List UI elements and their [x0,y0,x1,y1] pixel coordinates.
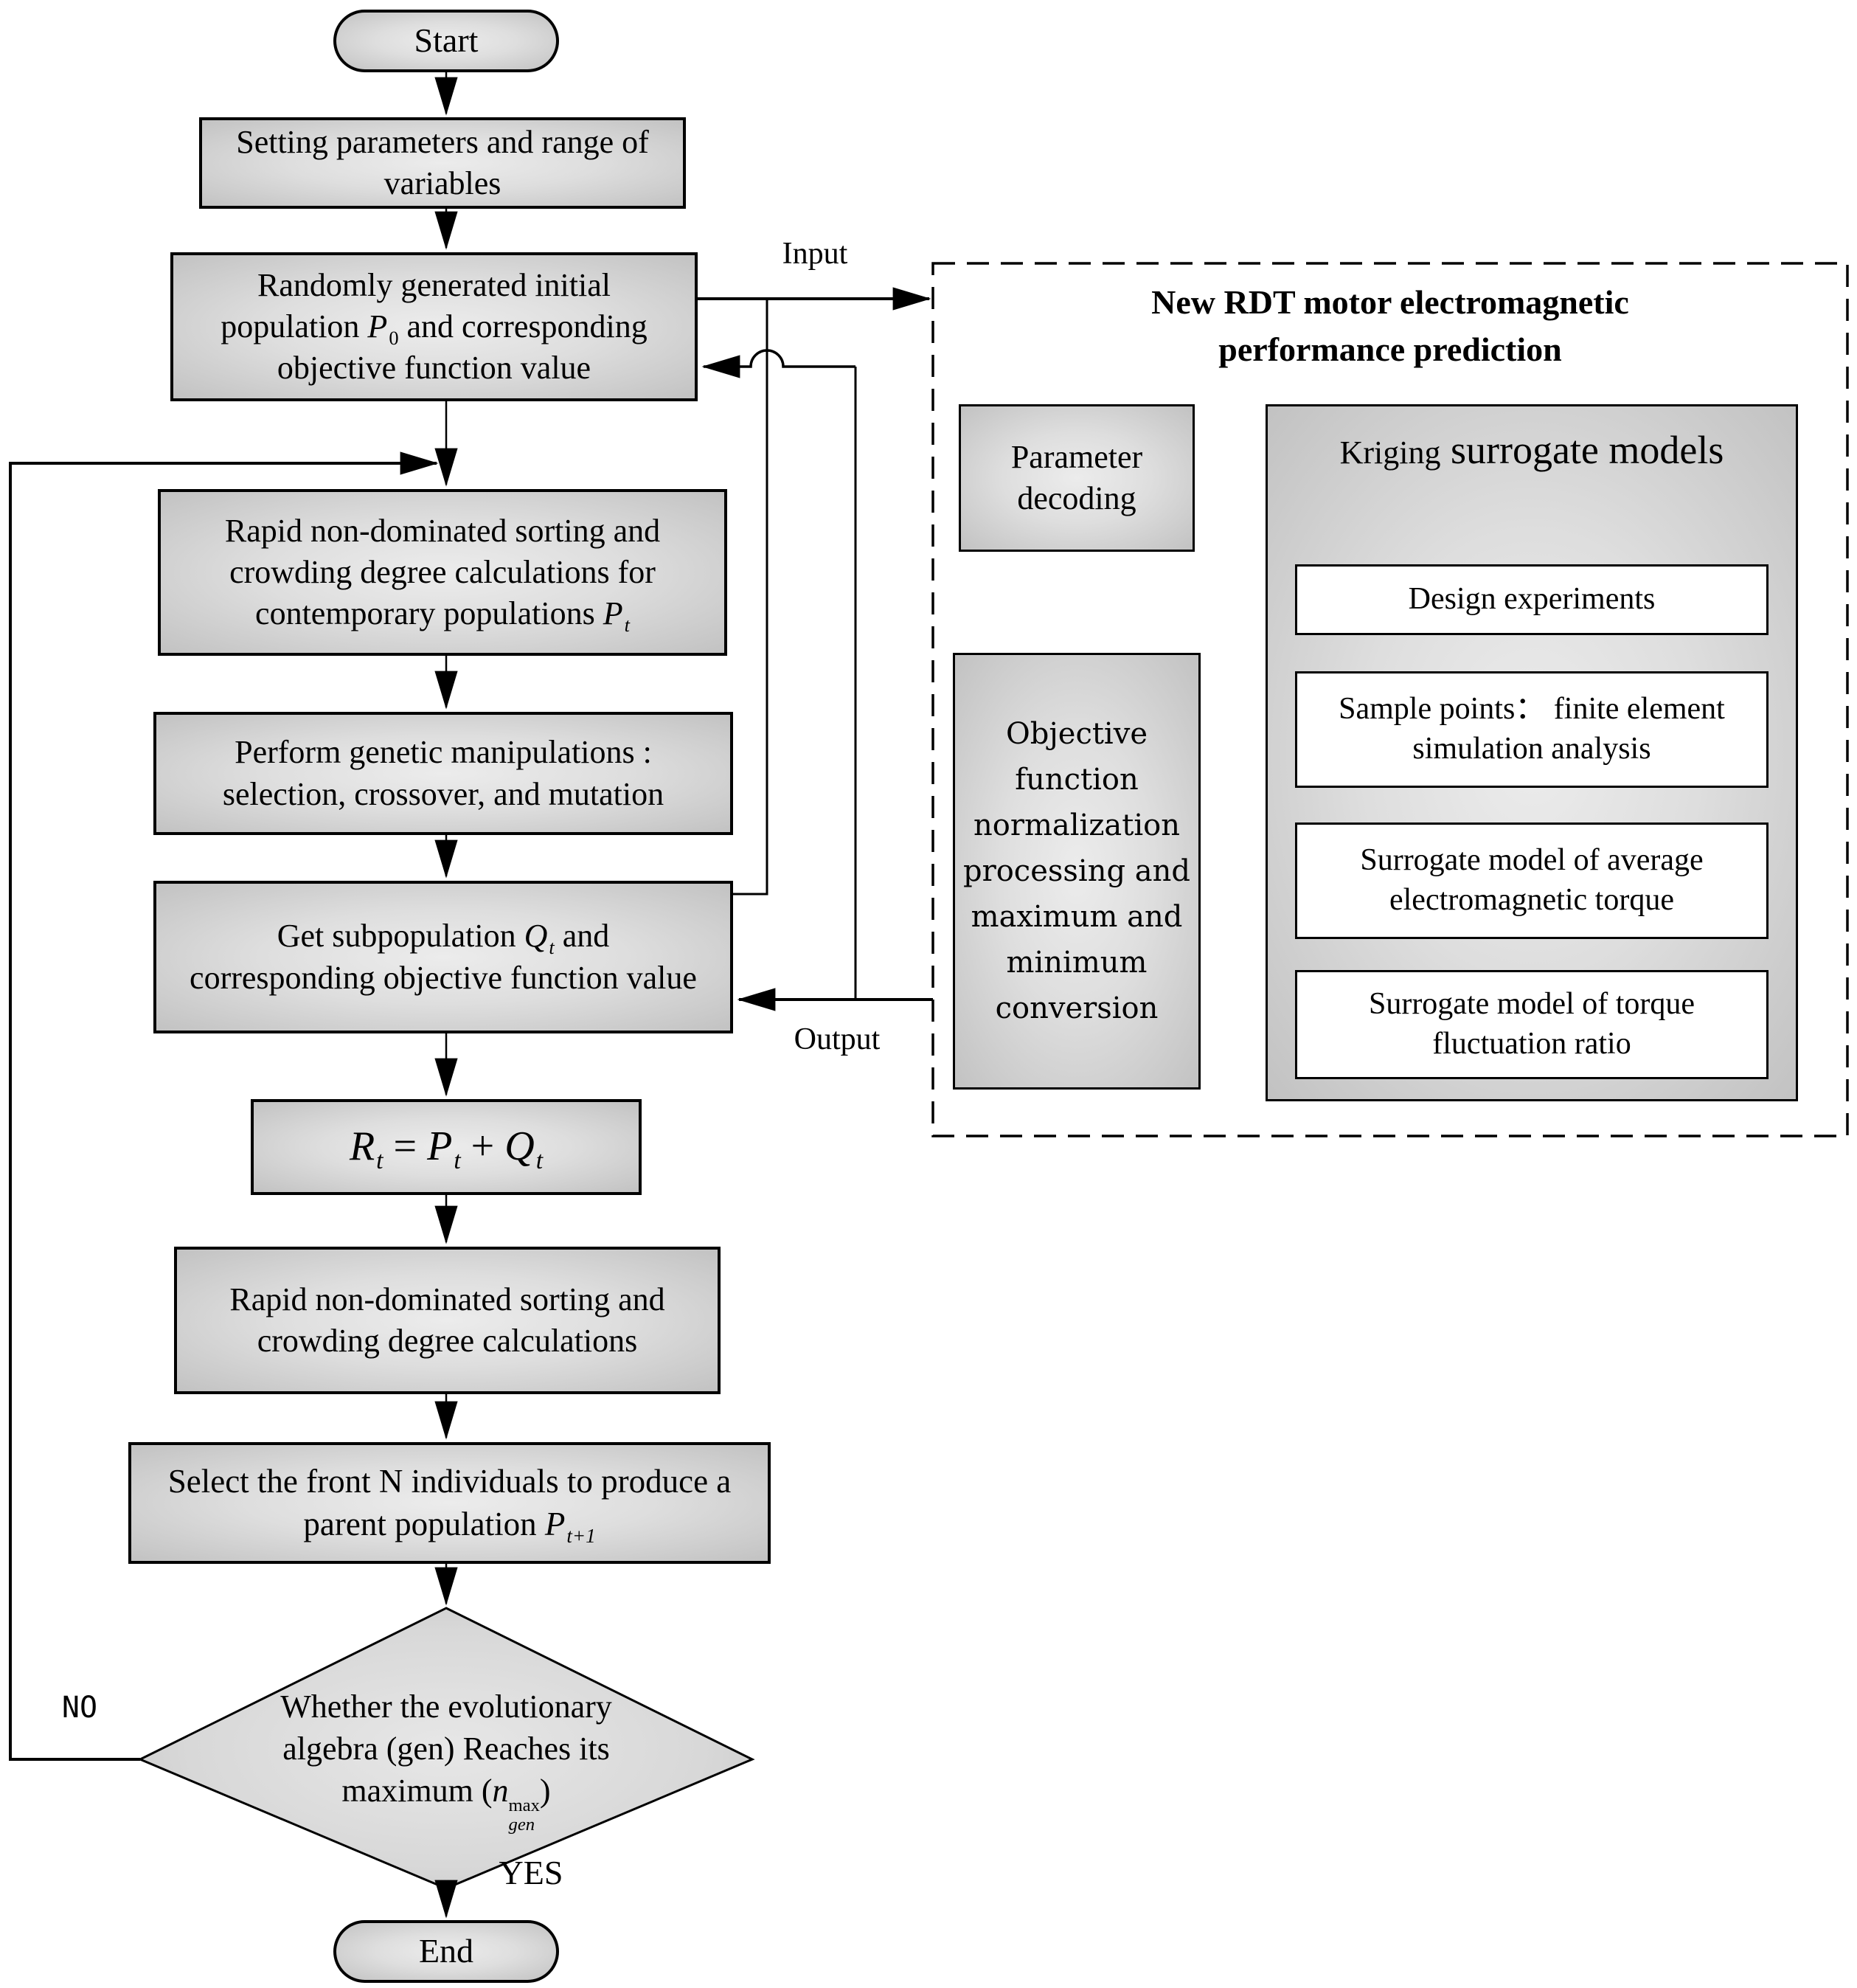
design-experiments-box: Design experiments [1295,564,1769,635]
sorting-crowding-text: Rapid non-dominated sorting and crowding… [229,1281,665,1359]
nondominated-sorting-pt-box: Rapid non-dominated sorting and crowding… [158,489,727,656]
math-var-n: n [492,1773,509,1809]
subpop-text-2: and corresponding objective function val… [190,918,697,996]
setting-parameters-text: Setting parameters and range of variable… [236,123,649,201]
parameter-decoding-text: Parameter decoding [1010,438,1143,516]
select-front-n-text: Select the front N individuals to produc… [133,1458,766,1548]
math-sub-0: 0 [389,326,399,349]
math-sub-t1: t+1 [566,1524,596,1547]
kriging-title-a: Kriging [1339,434,1441,471]
sample-points-box: Sample points： finite element simulation… [1295,671,1769,788]
rt-formula-box: Rt = Pt + Qt [251,1099,642,1195]
avg-torque-surrogate-box: Surrogate model of average electromagnet… [1295,822,1769,939]
math-var-q: Q [524,918,548,955]
genetic-operations-box: Perform genetic manipulations : selectio… [153,712,733,835]
max-generation-decision-text: Whether the evolutionary algebra (gen) R… [236,1686,656,1834]
sample-points-text: Sample points： finite element simulation… [1339,692,1725,766]
select-front-n-box: Select the front N individuals to produc… [128,1442,771,1564]
math-sub-t2: t [549,935,555,958]
math-var-q2: Q [504,1123,535,1170]
end-label: End [418,1932,474,1970]
equals-sign: = [383,1123,428,1170]
parameter-decoding-box: Parameter decoding [959,404,1195,552]
torque-fluctuation-surrogate-text: Surrogate model of torque fluctuation ra… [1368,987,1695,1061]
connector-return-to-random [701,349,855,378]
math-sup-max: max [508,1795,540,1815]
subpopulation-text: Get subpopulation Qt and corresponding o… [175,912,712,1002]
sorting-crowding-box: Rapid non-dominated sorting and crowding… [174,1247,721,1394]
math-sub-gen: gen [508,1814,535,1835]
connector-no-feedback-loop [9,451,439,1761]
kriging-title-b: surrogate models [1450,428,1724,472]
math-var-p3: P [544,1505,566,1542]
rt-formula-text: Rt = Pt + Qt [339,1118,553,1177]
decision-text-2: ) [539,1773,551,1809]
random-initial-population-box: Randomly generated initial population P0… [170,252,698,401]
nondominated-sorting-pt-text: Rapid non-dominated sorting and crowding… [167,508,718,638]
math-var-r: R [349,1123,375,1170]
rapid1-text: Rapid non-dominated sorting and crowding… [224,512,661,632]
math-var-pt: P [603,595,623,632]
prediction-panel-border [931,262,1849,1137]
random-text-1: Randomly generated initial population [221,266,611,344]
plus-sign: + [460,1123,505,1170]
prediction-panel-title: New RDT motor electromagnetic performanc… [1151,283,1629,369]
math-var-p: P [367,308,388,344]
kriging-title: Kriging surrogate models [1266,424,1798,476]
connector-subpop-to-input [733,299,768,896]
math-sub-qt: t [535,1147,544,1175]
random-initial-population-text: Randomly generated initial population P0… [181,262,688,392]
random-text-2: and corresponding objective function val… [277,308,648,387]
subpopulation-box: Get subpopulation Qt and corresponding o… [153,881,733,1033]
select-text: Select the front N individuals to produc… [167,1462,732,1542]
subpop-text-1: Get subpopulation [277,918,524,955]
input-label: Input [782,237,848,271]
objective-normalization-box: Objective function normalization process… [953,653,1201,1090]
math-var-p2: P [427,1123,453,1170]
math-sub-t: t [624,613,630,636]
design-experiments-text: Design experiments [1408,582,1656,617]
start-node: Start [333,10,559,72]
genetic-operations-text: Perform genetic manipulations : selectio… [222,734,664,812]
no-label: NO [61,1691,98,1725]
math-sub-rt: t [376,1147,383,1175]
math-sub-pt: t [454,1147,461,1175]
objective-normalization-text: Objective function normalization process… [962,717,1191,1025]
output-label: Output [794,1022,881,1056]
end-node: End [333,1920,559,1983]
torque-fluctuation-surrogate-box: Surrogate model of torque fluctuation ra… [1295,970,1769,1079]
decision-text-1: Whether the evolutionary algebra (gen) R… [280,1689,612,1809]
setting-parameters-box: Setting parameters and range of variable… [199,117,686,209]
yes-label: YES [499,1854,563,1891]
avg-torque-surrogate-text: Surrogate model of average electromagnet… [1360,843,1704,917]
start-label: Start [414,21,479,60]
